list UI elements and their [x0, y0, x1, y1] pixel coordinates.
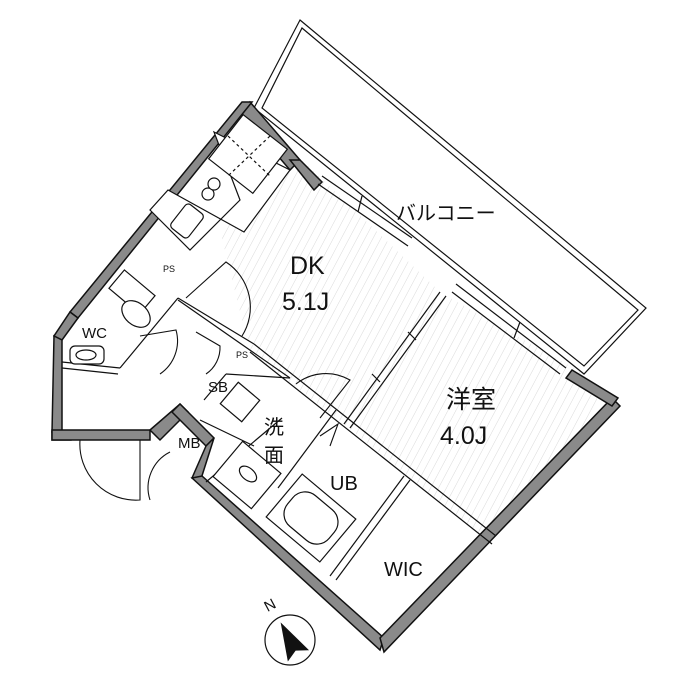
- sb-label: SB: [208, 379, 228, 396]
- balcony-windows: [317, 175, 567, 375]
- doors: [79, 261, 351, 501]
- western-room-size-label: 4.0J: [440, 422, 487, 450]
- north-arrow-icon: [280, 622, 310, 662]
- ub-label: UB: [330, 473, 358, 495]
- interior-walls: [61, 291, 497, 581]
- western-room-label: 洋室: [446, 386, 496, 414]
- dk-floor: [220, 158, 440, 424]
- kitchen: [149, 113, 291, 251]
- north-label: N: [261, 596, 279, 616]
- ps-label-2: PS: [236, 350, 248, 360]
- wash-basin: [212, 440, 282, 510]
- exterior-walls: [51, 100, 622, 654]
- washroom-label-1: 洗: [264, 416, 284, 439]
- balcony-label: バルコニー: [396, 203, 496, 225]
- compass-ring: [264, 614, 316, 666]
- ps-label-1: PS: [163, 264, 175, 274]
- washroom-label-2: 面: [264, 445, 284, 467]
- wic-label: WIC: [384, 559, 423, 581]
- dk-label: DK: [290, 252, 325, 280]
- mb-label: MB: [178, 435, 201, 452]
- washer-pan: [219, 381, 261, 423]
- dk-size-label: 5.1J: [282, 288, 329, 316]
- wc-toilet: [69, 269, 156, 365]
- bathtub: [265, 473, 357, 563]
- compass: N: [261, 596, 316, 666]
- wc-label: WC: [82, 325, 107, 342]
